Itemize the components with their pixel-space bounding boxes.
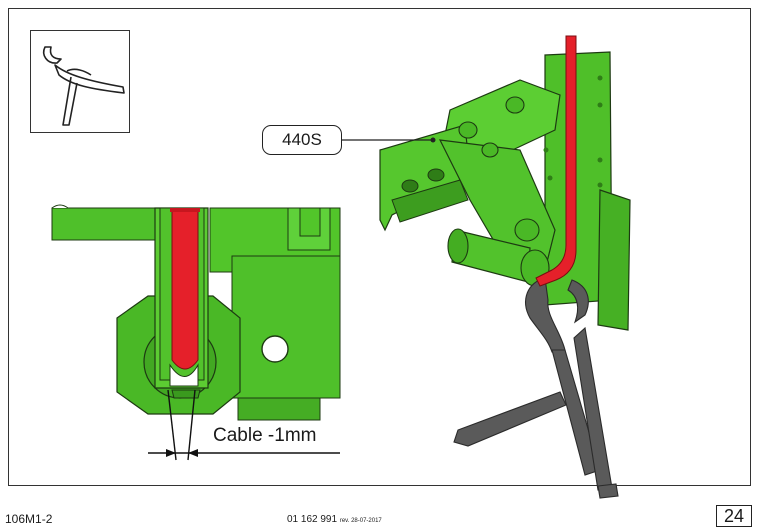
revision-date: rev. 28-07-2017 (339, 518, 382, 524)
pliers-illustration (453, 277, 619, 499)
pliers-tool-icon (42, 46, 125, 126)
document-code: 106M1-2 (5, 512, 53, 526)
part-number-reference: 01 162 991 rev. 28-07-2017 (287, 514, 382, 525)
detail-bracket-view (51, 204, 341, 461)
main-assembly-view (342, 35, 631, 499)
page-number: 24 (716, 505, 752, 527)
part-callout-label: 440S (262, 125, 342, 155)
cable-dimension-label: Cable -1mm (213, 425, 317, 446)
tool-indicator-box (30, 30, 130, 133)
diagram-frame (8, 8, 751, 486)
part-number: 01 162 991 (287, 514, 338, 525)
